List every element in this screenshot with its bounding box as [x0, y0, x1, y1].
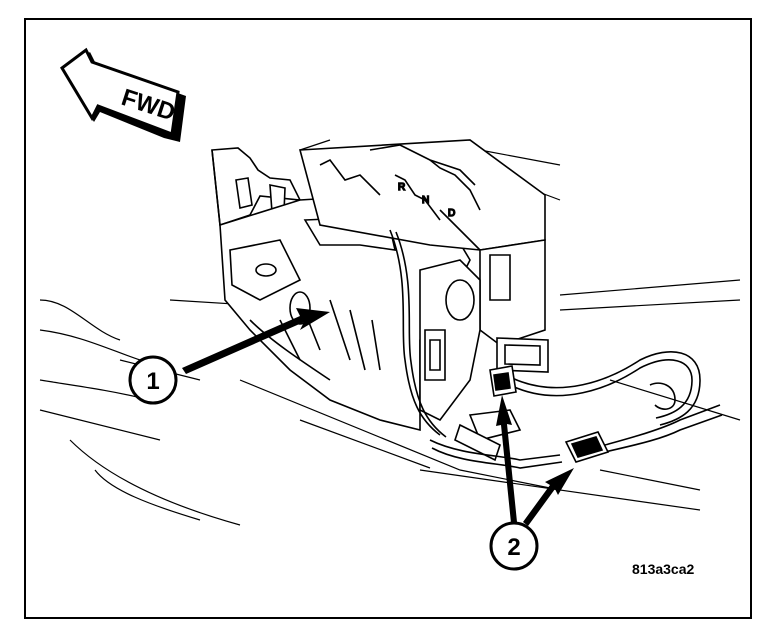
callout-2-number: 2 [507, 534, 520, 561]
callout-2: 2 [489, 395, 574, 571]
shifter-top-plate: R N D [298, 139, 546, 346]
shifter-mechanism [419, 259, 549, 462]
connector-upper [489, 365, 517, 397]
connector-lower [564, 431, 610, 463]
detent-n-label: N [422, 195, 429, 206]
left-bracket [211, 147, 302, 227]
wiring-harness [389, 229, 723, 469]
callout-1: 1 [128, 308, 330, 405]
detent-r-label: R [398, 182, 405, 193]
figure-code: 813a3ca2 [632, 561, 695, 577]
fwd-arrow-icon: FWD [60, 47, 186, 142]
callout-1-number: 1 [146, 368, 159, 395]
detent-d-label: D [448, 208, 455, 219]
